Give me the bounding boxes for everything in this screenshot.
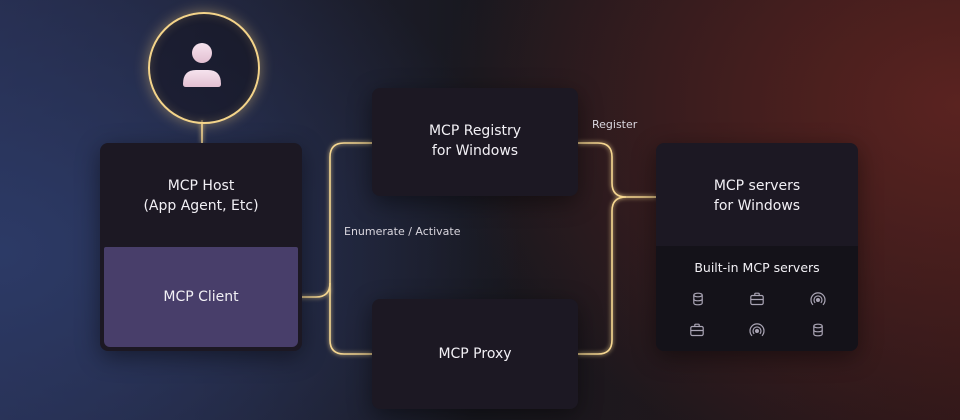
mcp-registry-box: MCP Registry for Windows [372,88,578,196]
builtin-servers-label: Built-in MCP servers [694,260,820,275]
broadcast-icon [749,323,765,337]
register-label: Register [592,118,638,131]
user-avatar [148,12,260,124]
registry-title: MCP Registry for Windows [428,123,522,159]
mcp-host-box: MCP Host (App Agent, Etc) MCP Client [100,143,302,351]
database-icon [813,323,823,337]
proxy-bracket-line [578,196,627,355]
builtin-servers-panel: Built-in MCP servers [656,246,858,351]
database-icon [693,292,703,306]
registry-bracket-line [578,142,656,198]
briefcase-icon [750,292,764,306]
mcp-proxy-box: MCP Proxy [372,299,578,409]
mcp-client-box: MCP Client [104,247,298,347]
broadcast-icon [810,292,826,306]
enumerate-activate-label: Enumerate / Activate [344,225,461,238]
client-label: MCP Client [163,289,239,305]
client-bracket-line [298,142,372,298]
servers-title: MCP servers for Windows [713,178,801,214]
host-title: MCP Host (App Agent, Etc) [143,178,259,214]
client-proxy-line [329,283,372,355]
mcp-servers-box: MCP servers for Windows Built-in MCP ser… [656,143,858,351]
proxy-label: MCP Proxy [438,346,512,362]
briefcase-icon [690,323,704,337]
user-icon [183,43,221,87]
